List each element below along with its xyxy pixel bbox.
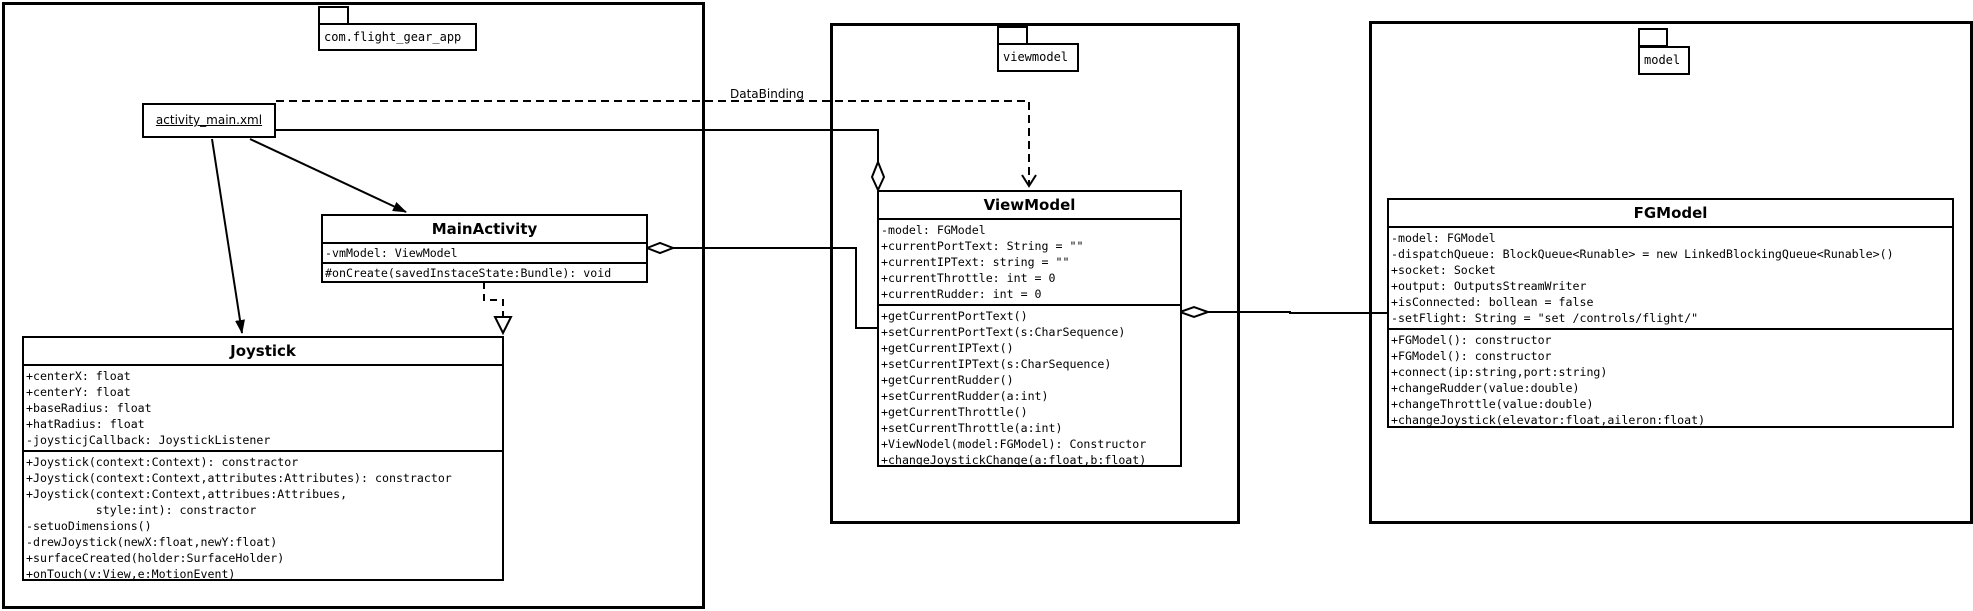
method: +Joystick(context:Context,attributes:Att… <box>26 471 452 485</box>
edge-xml-viewmodel <box>276 129 879 162</box>
method: +changeThrottle(value:double) <box>1391 397 1594 411</box>
edge-xml-joystick <box>211 138 245 334</box>
package-viewmodel-name: viewmodel <box>997 43 1079 72</box>
method: +getCurrentRudder() <box>881 373 1014 387</box>
edge-xml-viewmodel-diamond <box>870 159 886 193</box>
attribute: +baseRadius: float <box>26 401 152 415</box>
class-fgmodel-name: FGModel <box>1389 200 1952 228</box>
method: +onTouch(v:View,e:MotionEvent) <box>26 567 236 581</box>
attribute: -model: FGModel <box>881 223 986 237</box>
edge-viewmodel-mainactivity-diamond <box>644 241 676 255</box>
method: +surfaceCreated(holder:SurfaceHolder) <box>26 551 285 565</box>
method: +setCurrentPortText(s:CharSequence) <box>881 325 1126 339</box>
attribute: +hatRadius: float <box>26 417 145 431</box>
class-viewmodel[interactable]: ViewModel -model: FGModel +currentPortTe… <box>877 190 1182 467</box>
edge-fgmodel-viewmodel <box>1208 311 1388 314</box>
attribute: -setFlight: String = "set /controls/flig… <box>1391 311 1699 325</box>
attribute: +isConnected: bollean = false <box>1391 295 1594 309</box>
class-joystick-name: Joystick <box>24 338 502 366</box>
edge-mainactivity-joystick-arrowhead <box>493 316 513 336</box>
attribute: -dispatchQueue: BlockQueue<Runable> = ne… <box>1391 247 1894 261</box>
class-fgmodel-methods: +FGModel(): constructor +FGModel(): cons… <box>1389 330 1952 430</box>
method: -setuoDimensions() <box>26 519 152 533</box>
attribute: +currentThrottle: int = 0 <box>881 271 1056 285</box>
attribute: +centerX: float <box>26 369 131 383</box>
attribute: -vmModel: ViewModel <box>325 246 458 260</box>
edge-xml-mainactivity <box>249 138 407 213</box>
package-model-frame <box>1369 21 1973 524</box>
method: +setCurrentThrottle(a:int) <box>881 421 1063 435</box>
attribute: +centerY: float <box>26 385 131 399</box>
class-joystick-attributes: +centerX: float +centerY: float +baseRad… <box>24 366 502 452</box>
attribute: +currentRudder: int = 0 <box>881 287 1042 301</box>
method: +getCurrentThrottle() <box>881 405 1028 419</box>
method: +changeJoystick(elevator:float,aileron:f… <box>1391 413 1706 427</box>
method: +connect(ip:string,port:string) <box>1391 365 1608 379</box>
method: +Joystick(context:Context,attribues:Attr… <box>26 487 348 501</box>
package-app-name: com.flight_gear_app <box>318 23 477 51</box>
edge-label-databinding: DataBinding <box>730 87 804 101</box>
package-viewmodel-frame <box>830 23 1240 524</box>
class-viewmodel-attributes: -model: FGModel +currentPortText: String… <box>879 220 1180 306</box>
class-mainactivity-attributes: -vmModel: ViewModel <box>323 244 646 264</box>
method: +getCurrentIPText() <box>881 341 1014 355</box>
edge-mainactivity-joystick <box>483 282 504 316</box>
edge-databinding <box>276 100 1030 184</box>
package-model-name: model <box>1638 46 1690 75</box>
class-viewmodel-methods: +getCurrentPortText() +setCurrentPortTex… <box>879 306 1180 470</box>
method: +getCurrentPortText() <box>881 309 1028 323</box>
attribute: +socket: Socket <box>1391 263 1496 277</box>
class-fgmodel[interactable]: FGModel -model: FGModel -dispatchQueue: … <box>1387 198 1954 428</box>
method: style:int): constractor <box>26 503 257 517</box>
method: +FGModel(): constructor <box>1391 333 1552 347</box>
attribute: -joysticjCallback: JoystickListener <box>26 433 271 447</box>
attribute: -model: FGModel <box>1391 231 1496 245</box>
attribute: +output: OutputsStreamWriter <box>1391 279 1587 293</box>
method: +FGModel(): constructor <box>1391 349 1552 363</box>
method: +changeJoystickChange(a:float,b:float) <box>881 453 1147 467</box>
class-fgmodel-attributes: -model: FGModel -dispatchQueue: BlockQue… <box>1389 228 1952 330</box>
method: +setCurrentRudder(a:int) <box>881 389 1049 403</box>
class-joystick[interactable]: Joystick +centerX: float +centerY: float… <box>22 336 504 581</box>
artifact-activity-main-xml[interactable]: activity_main.xml <box>142 103 276 138</box>
class-mainactivity-methods: #onCreate(savedInstaceState:Bundle): voi… <box>323 264 646 282</box>
class-joystick-methods: +Joystick(context:Context): constractor … <box>24 452 502 584</box>
class-mainactivity[interactable]: MainActivity -vmModel: ViewModel #onCrea… <box>321 214 648 283</box>
method: +Joystick(context:Context): constractor <box>26 455 299 469</box>
attribute: +currentPortText: String = "" <box>881 239 1084 253</box>
class-mainactivity-name: MainActivity <box>323 216 646 244</box>
attribute: +currentIPText: string = "" <box>881 255 1070 269</box>
method: +changeRudder(value:double) <box>1391 381 1580 395</box>
edge-fgmodel-viewmodel-diamond <box>1177 305 1211 319</box>
edge-databinding-arrowhead <box>1021 174 1037 188</box>
method: +ViewNodel(model:FGModel): Constructor <box>881 437 1147 451</box>
edge-viewmodel-mainactivity <box>672 247 878 329</box>
method: -drewJoystick(newX:float,newY:float) <box>26 535 278 549</box>
method: #onCreate(savedInstaceState:Bundle): voi… <box>325 266 612 280</box>
package-app-frame <box>2 2 705 609</box>
method: +setCurrentIPText(s:CharSequence) <box>881 357 1112 371</box>
class-viewmodel-name: ViewModel <box>879 192 1180 220</box>
